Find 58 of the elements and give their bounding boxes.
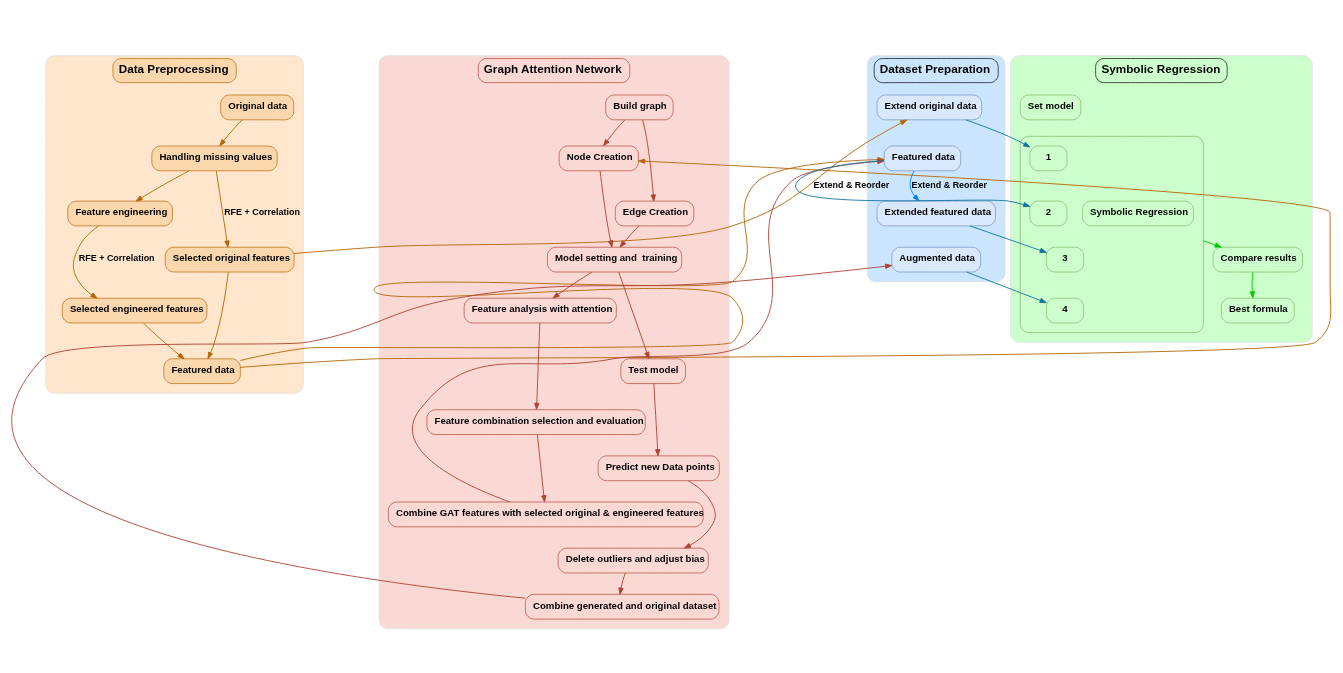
node-box: Node Creation bbox=[558, 145, 639, 172]
arrow bbox=[1249, 271, 1255, 299]
node-box: 3 bbox=[1046, 246, 1084, 273]
arrow bbox=[683, 480, 716, 549]
arrow bbox=[293, 119, 908, 254]
arrow bbox=[966, 271, 1047, 304]
arrow bbox=[219, 119, 243, 147]
node-box: Best formula bbox=[1220, 297, 1295, 324]
node-box: Set model bbox=[1019, 94, 1082, 121]
arrow bbox=[1202, 240, 1222, 248]
arrow bbox=[207, 271, 229, 360]
node-box: Delete outliers and adjust bias bbox=[557, 547, 709, 574]
node-box: Feature engineering bbox=[67, 200, 173, 227]
arrow bbox=[72, 225, 99, 299]
arrow bbox=[909, 170, 920, 202]
node-box: Extended featured data bbox=[876, 200, 996, 227]
node-box: Selected original features bbox=[164, 246, 295, 273]
arrow bbox=[135, 170, 190, 202]
arrow bbox=[552, 271, 593, 299]
node-box: Edge Creation bbox=[614, 200, 695, 227]
arrow bbox=[618, 271, 650, 359]
node-box: Test model bbox=[620, 358, 686, 384]
arrow bbox=[969, 225, 1047, 253]
node-box: Feature combination selection and evaluation bbox=[426, 409, 646, 435]
edge-label: Extend & Reorder bbox=[813, 179, 890, 190]
node-box: 2 bbox=[1029, 200, 1068, 227]
arrow bbox=[599, 170, 614, 248]
node-box: Model setting and training bbox=[547, 246, 683, 273]
arrow bbox=[12, 263, 893, 599]
arrow bbox=[536, 434, 547, 503]
node-box: Handling missing values bbox=[151, 145, 278, 172]
arrow bbox=[642, 119, 656, 202]
node-box: Extend original data bbox=[876, 94, 982, 121]
arrow bbox=[534, 322, 541, 410]
node-box: Build graph bbox=[605, 94, 674, 121]
edge-label: RFE + Correlation bbox=[224, 207, 300, 218]
node-box: Combine generated and original dataset bbox=[525, 593, 720, 620]
arrow bbox=[215, 170, 230, 248]
edge-label: RFE + Correlation bbox=[78, 253, 155, 264]
node-box: Original data bbox=[220, 94, 295, 121]
node-box: Featured data bbox=[883, 145, 961, 172]
node-box: Combine GAT features with selected original & engineered features bbox=[388, 501, 704, 528]
node-box: 4 bbox=[1046, 297, 1084, 324]
node-box: Featured data bbox=[163, 358, 241, 384]
arrow bbox=[619, 225, 640, 248]
node-box: Predict new Data points bbox=[597, 455, 720, 482]
arrow bbox=[603, 119, 626, 147]
node-box: Selected engineered features bbox=[61, 297, 208, 324]
arrow bbox=[143, 322, 185, 360]
edge-label: Extend & Reorder bbox=[911, 179, 987, 190]
node-box: Compare results bbox=[1212, 246, 1303, 273]
arrow bbox=[653, 383, 661, 457]
node-box: Feature analysis with attention bbox=[463, 297, 617, 324]
node-box: Symbolic Regression bbox=[1082, 200, 1194, 227]
arrow bbox=[618, 572, 626, 595]
node-box: 1 bbox=[1029, 145, 1068, 172]
node-box: Augmented data bbox=[891, 246, 981, 273]
arrow bbox=[965, 119, 1031, 148]
